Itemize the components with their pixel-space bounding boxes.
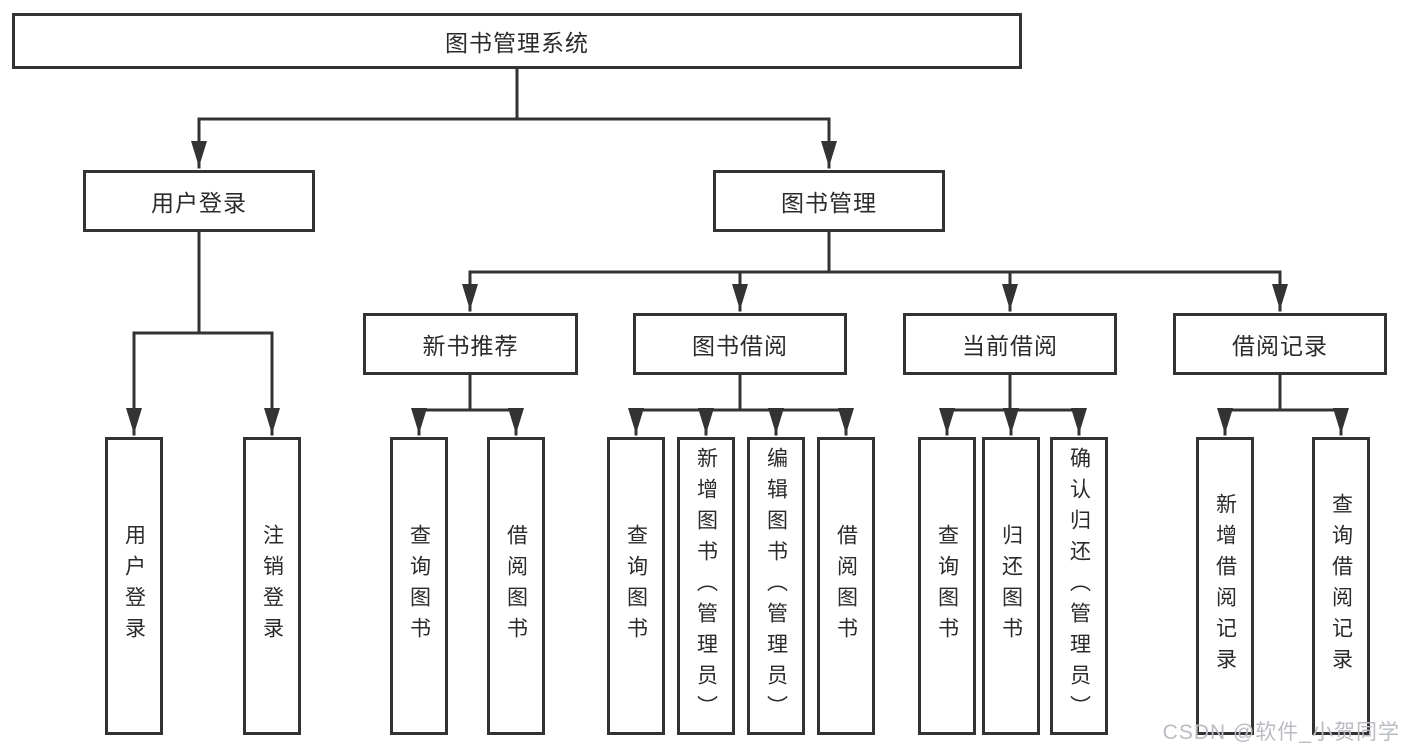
node-book-borrowing: 图书借阅 xyxy=(633,313,847,375)
leaf-label: 借阅图书 xyxy=(504,524,528,648)
leaf-label: 新增图书（管理员） xyxy=(694,446,718,726)
node-current-borrowing: 当前借阅 xyxy=(903,313,1117,375)
node-new-book-recommendation: 新书推荐 xyxy=(363,313,578,375)
node-book-management: 图书管理 xyxy=(713,170,945,232)
connector-bookmgmt-trunk xyxy=(468,230,1282,274)
leaf-return-books: 归还图书 xyxy=(982,437,1040,735)
leaf-label: 用户登录 xyxy=(122,524,146,648)
node-user-login: 用户登录 xyxy=(83,170,315,232)
leaf-label: 查询图书 xyxy=(935,524,959,648)
connector-current-trunk xyxy=(945,373,1081,412)
leaf-query-books-borrow: 查询图书 xyxy=(607,437,665,735)
leaf-label: 借阅图书 xyxy=(834,524,858,648)
csdn-watermark: CSDN @软件_小贺同学 xyxy=(1162,721,1400,744)
leaf-add-borrow-record: 新增借阅记录 xyxy=(1196,437,1254,735)
leaf-query-books-current: 查询图书 xyxy=(918,437,976,735)
leaf-logout: 注销登录 xyxy=(243,437,301,735)
leaf-borrow-books-recommend: 借阅图书 xyxy=(487,437,545,735)
leaf-label: 查询借阅记录 xyxy=(1329,493,1353,679)
leaf-label: 归还图书 xyxy=(999,524,1023,648)
leaf-label: 确认归还（管理员） xyxy=(1067,446,1091,726)
connector-borrow-trunk xyxy=(634,373,848,412)
connector-newbook-trunk xyxy=(417,373,518,412)
node-borrowing-records: 借阅记录 xyxy=(1173,313,1387,375)
connector-root-trunk xyxy=(197,67,831,121)
leaf-label: 新增借阅记录 xyxy=(1213,493,1237,679)
leaf-query-borrow-record: 查询借阅记录 xyxy=(1312,437,1370,735)
leaf-label: 查询图书 xyxy=(407,524,431,648)
leaf-label: 查询图书 xyxy=(624,524,648,648)
leaf-confirm-return-admin: 确认归还（管理员） xyxy=(1050,437,1108,735)
leaf-borrow-books: 借阅图书 xyxy=(817,437,875,735)
connector-records-trunk xyxy=(1223,373,1343,412)
leaf-label: 编辑图书（管理员） xyxy=(764,446,788,726)
connector-userlogin-trunk xyxy=(132,230,274,335)
leaf-add-books-admin: 新增图书（管理员） xyxy=(677,437,735,735)
leaf-user-login: 用户登录 xyxy=(105,437,163,735)
leaf-query-books-recommend: 查询图书 xyxy=(390,437,448,735)
leaf-label: 注销登录 xyxy=(260,524,284,648)
node-library-management-system: 图书管理系统 xyxy=(12,13,1022,69)
leaf-edit-books-admin: 编辑图书（管理员） xyxy=(747,437,805,735)
